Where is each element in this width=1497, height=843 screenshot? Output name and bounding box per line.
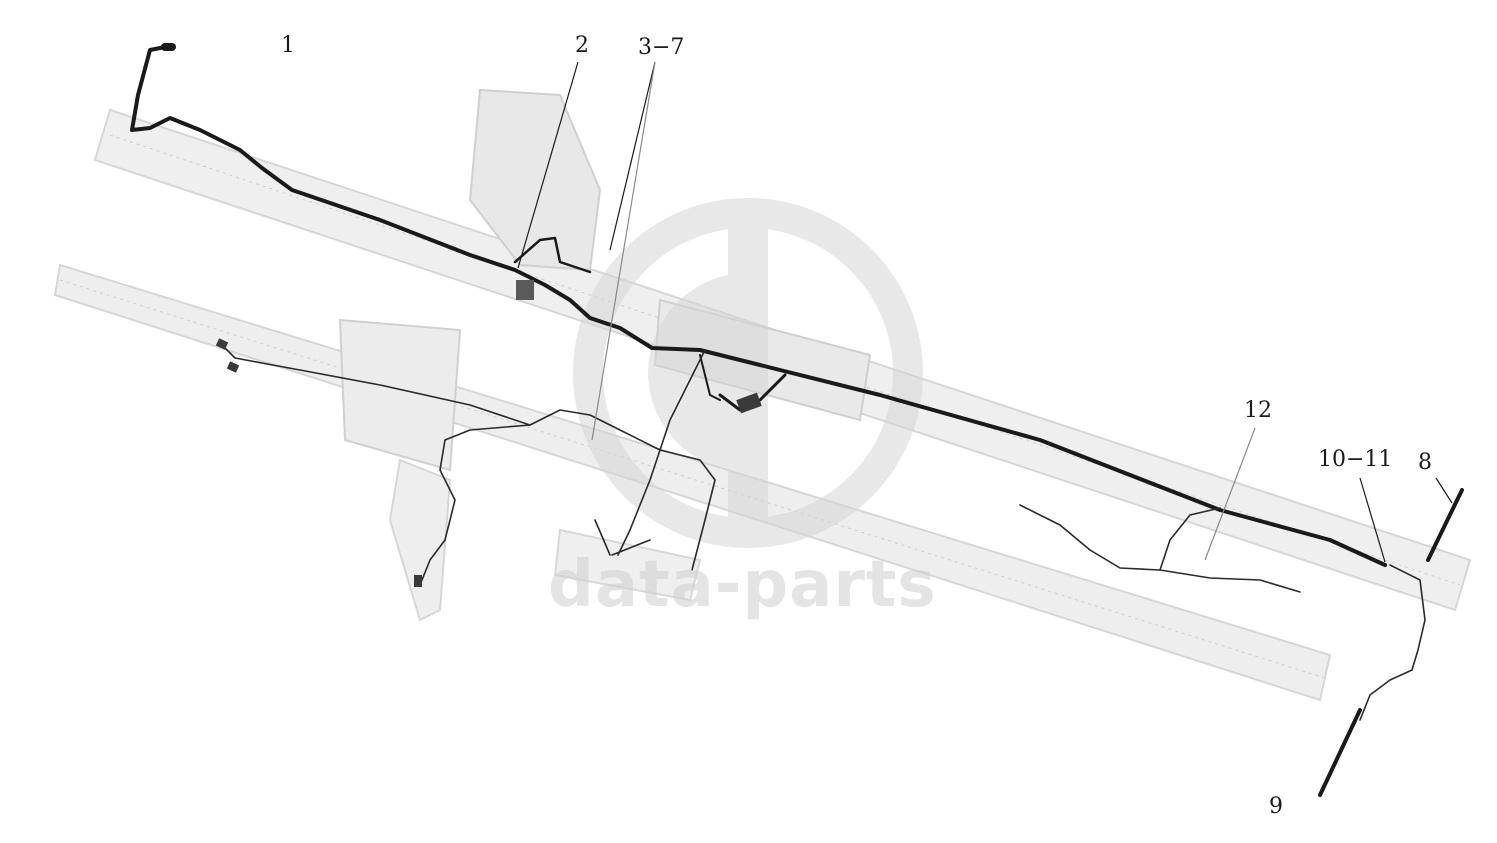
callout-8: 8 [1418, 450, 1432, 475]
callout-9: 9 [1269, 794, 1283, 819]
leader-lines [517, 61, 1453, 563]
secondary-harness [221, 344, 1426, 721]
callout-3-7: 3−7 [638, 35, 685, 60]
connectors [215, 280, 762, 587]
callout-12: 12 [1244, 398, 1272, 423]
callout-1: 1 [281, 33, 295, 58]
end-leads [1318, 488, 1464, 797]
watermark-logo [573, 198, 923, 548]
callout-10-11: 10−11 [1318, 447, 1393, 472]
callout-2: 2 [575, 33, 589, 58]
watermark-text: data-parts [548, 548, 937, 622]
